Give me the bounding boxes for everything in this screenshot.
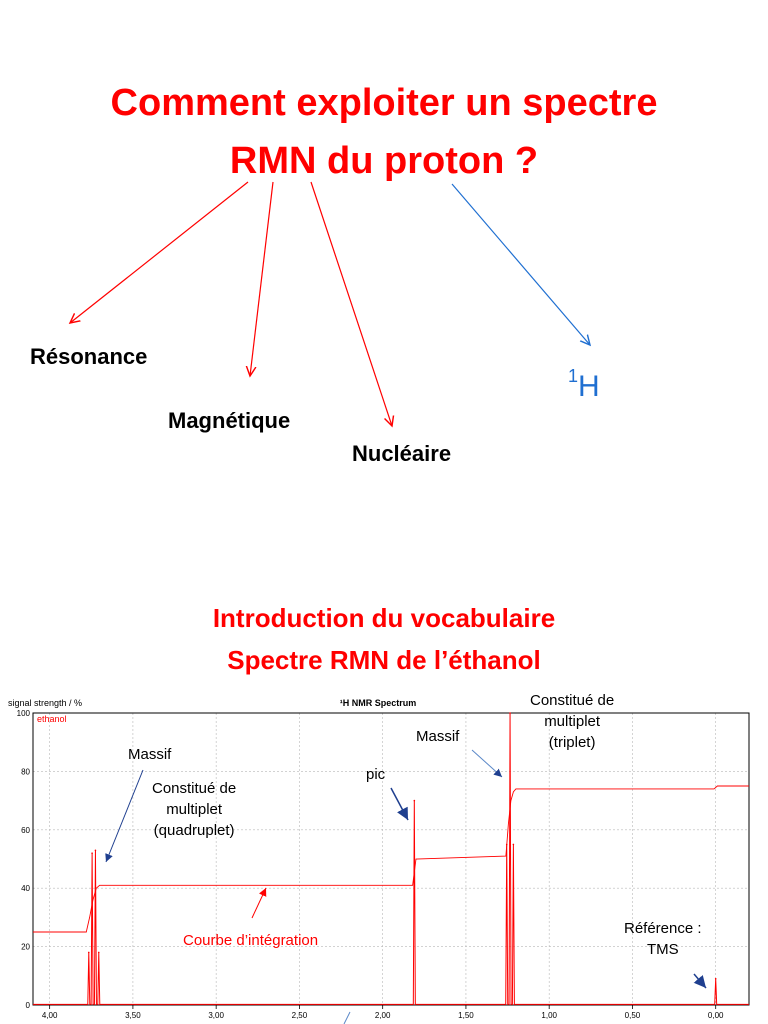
annotation-constitue-left-3: (quadruplet): [153, 822, 235, 839]
nmr-spectrum-chart: 4,00 3,50 3,00 2,50 2,00 1,50 1,00 0,50 0,00 0 20 4…: [8, 698, 750, 1024]
annotation-massif-right: Massif: [416, 728, 460, 745]
spectrum-peak: [94, 849, 97, 852]
annotation-constitue-left-1: Constitué de: [152, 780, 237, 797]
y-axis-label: signal strength / %: [8, 698, 82, 708]
y-tick-label: 0: [26, 1001, 31, 1010]
isotope-mass-number: 1: [568, 366, 579, 386]
y-tick-label: 100: [17, 709, 31, 718]
arrow-reference: [693, 973, 707, 989]
arrow-to-1h: [451, 183, 590, 345]
integration-curve-series: [33, 785, 749, 933]
x-tick-label: 4,00: [42, 1011, 58, 1020]
annotation-constitue-right-2: multiplet: [544, 713, 601, 730]
x-tick-label: 3,50: [125, 1011, 141, 1020]
annotation-constitue-left-2: multiplet: [166, 801, 223, 818]
spectrum-peak: [509, 712, 511, 714]
y-tick-label: 20: [21, 943, 30, 952]
word-resonance: Résonance: [30, 344, 148, 369]
arrow-bottom-stub: [343, 1011, 351, 1024]
annotation-reference-1: Référence :: [624, 920, 702, 937]
isotope-symbol: H: [578, 370, 600, 403]
legend-ethanol: ethanol: [37, 714, 67, 724]
annotation-pic: pic: [366, 766, 386, 783]
annotation-integration-curve: Courbe d’intégration: [183, 932, 319, 949]
title-arrows: [0, 181, 768, 480]
x-tick-label: 0,00: [708, 1011, 724, 1020]
plot-frame: [32, 712, 750, 1006]
arrow-to-magnetique: [250, 181, 274, 376]
word-magnetique: Magnétique: [168, 408, 291, 433]
spectrum-peak: [413, 799, 416, 802]
arrow-integration: [251, 887, 267, 919]
peak-marks: [87, 712, 717, 980]
chart-title: ¹H NMR Spectrum: [340, 698, 417, 708]
spectrum-peak: [97, 951, 100, 954]
arrow-massif-left: [105, 769, 144, 863]
spectrum-peak: [512, 843, 515, 846]
x-tick-label: 1,00: [541, 1011, 557, 1020]
y-tick-label: 60: [21, 826, 30, 835]
arrow-to-nucleaire: [310, 181, 392, 426]
x-tick-label: 3,00: [208, 1011, 224, 1020]
arrow-pic: [390, 787, 409, 821]
spectrum-peak: [91, 852, 93, 854]
spectrum-peak: [505, 843, 508, 846]
annotation-constitue-right: Constitué de multiplet (triplet): [530, 690, 614, 753]
annotation-reference-2: TMS: [646, 941, 679, 958]
x-tick-label: 2,50: [292, 1011, 308, 1020]
title-line-1: Comment exploiter un spectre: [110, 82, 658, 124]
x-tick-label: 1,50: [458, 1011, 474, 1020]
isotope-1h: 1H: [568, 366, 600, 404]
annotation-massif-left: Massif: [128, 746, 172, 763]
annotation-constitue-right-3: (triplet): [548, 734, 596, 751]
subtitle-line-2: Spectre RMN de l’éthanol: [227, 645, 541, 675]
arrow-to-resonance: [70, 181, 249, 323]
y-tick-label: 80: [21, 767, 30, 776]
arrow-massif-right: [471, 749, 503, 778]
title-line-2: RMN du proton ?: [229, 140, 539, 182]
annotation-constitue-right-1: Constitué de: [530, 692, 615, 709]
chart-ticks: 4,00 3,50 3,00 2,50 2,00 1,50 1,00 0,50 0,00 0 20 4…: [17, 709, 724, 1020]
x-tick-label: 0,50: [625, 1011, 641, 1020]
annotation-constitue-left: Constitué de multiplet (quadruplet): [152, 778, 236, 841]
word-nucleaire: Nucléaire: [352, 441, 452, 466]
annotation-reference: Référence : TMS: [624, 918, 702, 960]
y-tick-label: 40: [21, 884, 30, 893]
x-tick-label: 2,00: [375, 1011, 391, 1020]
spectrum-peak: [714, 977, 717, 980]
spectrum-peak: [87, 951, 90, 954]
subtitle-line-1: Introduction du vocabulaire: [212, 603, 556, 633]
